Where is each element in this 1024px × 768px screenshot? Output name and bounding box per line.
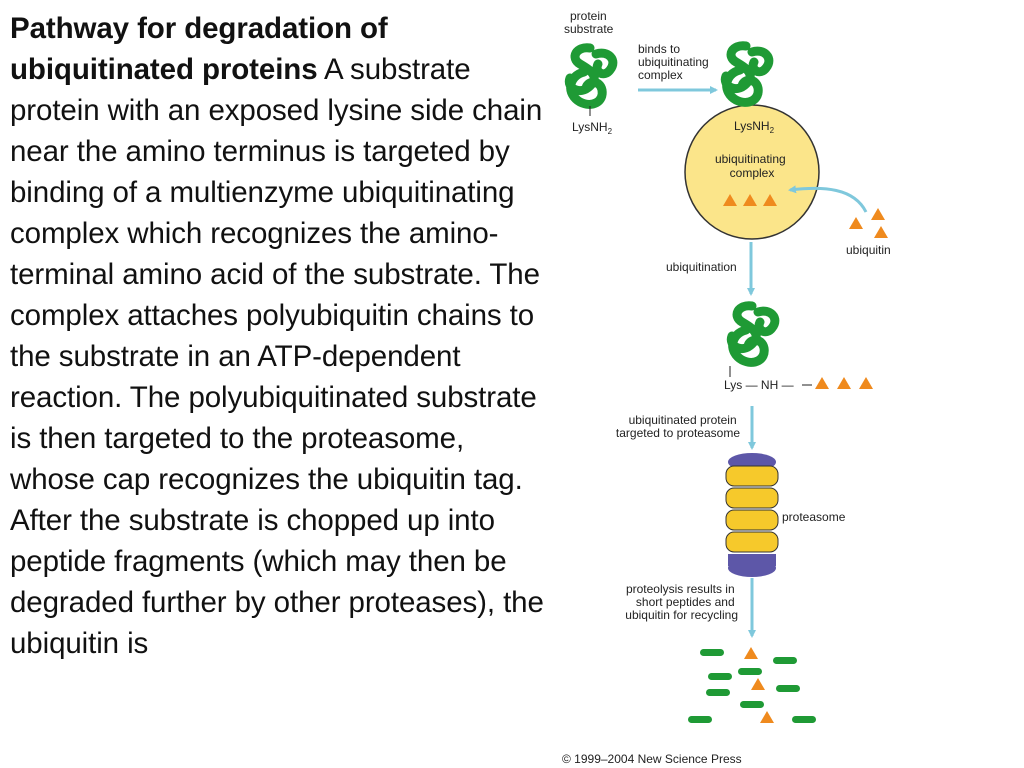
peptide-fragment [740, 701, 764, 708]
slide-description: Pathway for degradation of ubiquitinated… [10, 8, 550, 664]
ubiquitin-label: ubiquitin [846, 243, 891, 257]
recycled-ubiquitin-icons [744, 647, 774, 723]
proteasome-icon [725, 453, 779, 577]
complex-label: ubiquitinating complex [715, 152, 789, 180]
peptide-fragment [688, 716, 712, 723]
peptide-fragment [738, 668, 762, 675]
description-body: A substrate protein with an exposed lysi… [10, 53, 544, 660]
peptide-fragment [700, 649, 724, 656]
copyright-text: © 1999–2004 New Science Press [562, 752, 742, 766]
lysnh2-label-left: LysNH2 [572, 120, 613, 136]
lys-nh-label: Lys — NH — [724, 378, 794, 392]
binds-to-label: binds to ubiquitinating complex [638, 42, 712, 82]
peptide-fragment [792, 716, 816, 723]
peptide-fragments [688, 649, 816, 723]
ubiquitin-incoming-arrow [788, 185, 868, 213]
lysnh2-label-complex: LysNH2 [734, 119, 775, 135]
protein-substrate-label: protein substrate [564, 9, 614, 36]
protein-substrate-icon [569, 48, 613, 105]
ubiquitinated-protein-icon [731, 306, 775, 363]
peptide-fragment [706, 689, 730, 696]
targeted-label: ubiquitinated protein targeted to protea… [616, 413, 740, 440]
free-ubiquitin-icons [849, 208, 888, 238]
ubiquitination-label: ubiquitination [666, 260, 737, 274]
polyubiquitin-chain-icons [815, 377, 873, 389]
peptide-fragment [773, 657, 797, 664]
proteasome-label: proteasome [782, 510, 846, 524]
peptide-fragment [708, 673, 732, 680]
ubiquitin-pathway-diagram: protein substrate LysNH2 binds to ubiqui… [562, 9, 891, 766]
peptide-fragment [776, 685, 800, 692]
proteolysis-label: proteolysis results in short peptides an… [625, 582, 738, 622]
bound-substrate-icon [725, 46, 769, 103]
description-title: Pathway for degradation of ubiquitinated… [10, 12, 388, 86]
